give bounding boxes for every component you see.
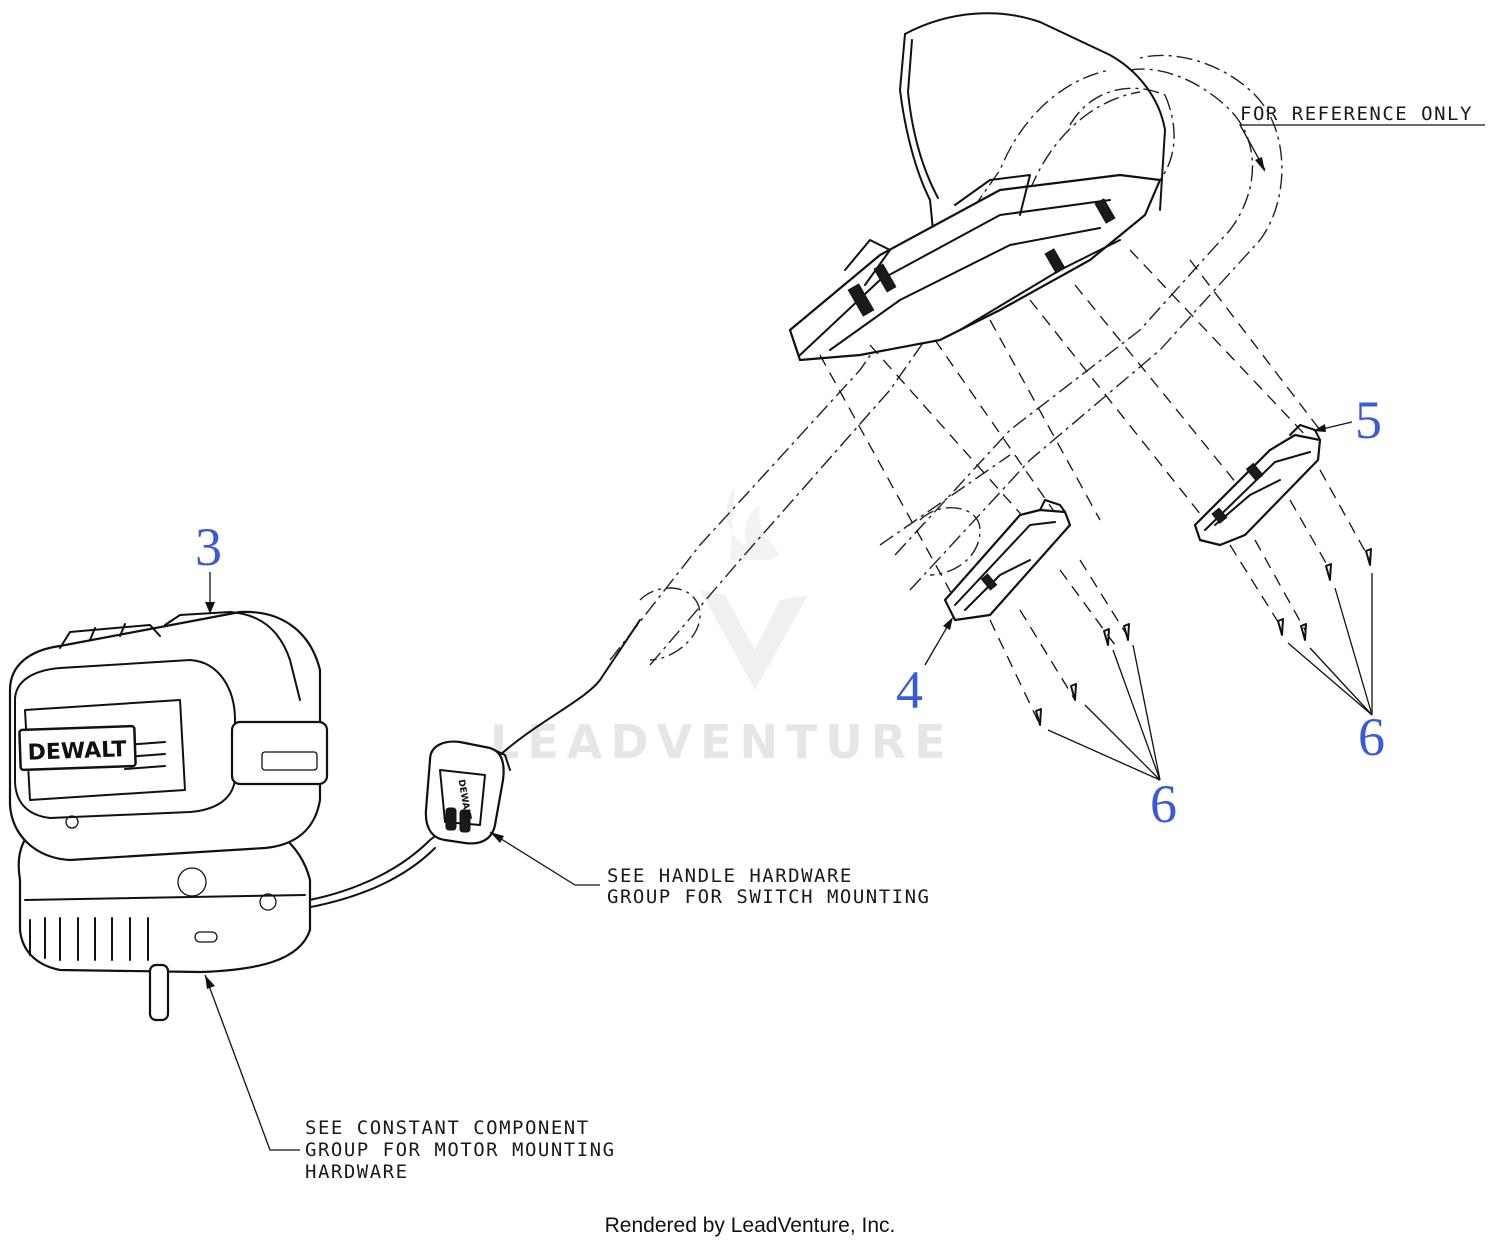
screw-group-right	[1277, 548, 1372, 641]
leader-switch	[489, 831, 600, 886]
handle-assembly	[609, 12, 1283, 666]
callout-screws-right: 6	[1358, 707, 1385, 767]
note-motor-line3: HARDWARE	[305, 1161, 409, 1183]
leader-4	[924, 621, 951, 666]
handle-cable	[499, 619, 641, 756]
callout-3: 3	[195, 517, 222, 614]
note-switch: SEE HANDLE HARDWARE GROUP FOR SWITCH MOU…	[489, 831, 930, 908]
note-switch-line2: GROUP FOR SWITCH MOUNTING	[607, 886, 930, 908]
callout-motor: 3	[195, 517, 222, 577]
screw-group-left	[1035, 623, 1130, 726]
callout-left-bracket: 4	[896, 660, 923, 720]
note-reference: FOR REFERENCE ONLY	[1238, 103, 1485, 172]
callout-4: 4	[896, 617, 953, 720]
callout-screws-left: 6	[1150, 774, 1177, 834]
motor-brand-label: DEWALT	[27, 737, 127, 765]
motor-vents	[29, 917, 149, 961]
leader-motor	[204, 974, 300, 1151]
switch-box: DEWALT	[424, 740, 511, 845]
watermark-logo	[700, 485, 808, 690]
leader-reference	[1238, 124, 1485, 171]
watermark-text: LEADVENTURE	[490, 715, 954, 769]
note-reference-text: FOR REFERENCE ONLY	[1240, 103, 1473, 125]
motor-housing: DEWALT	[8, 610, 329, 1022]
switch-bracket-left	[943, 499, 1072, 622]
alignment-lines	[819, 249, 1371, 726]
switch-bracket-right	[1193, 424, 1322, 547]
note-motor-line2: GROUP FOR MOTOR MOUNTING	[305, 1139, 616, 1161]
note-motor-line1: SEE CONSTANT COMPONENT	[305, 1117, 590, 1139]
note-motor: SEE CONSTANT COMPONENT GROUP FOR MOTOR M…	[204, 974, 616, 1183]
leaders-screws	[1047, 573, 1373, 781]
credit-text: Rendered by LeadVenture, Inc.	[605, 1214, 896, 1237]
callout-5: 5	[1313, 390, 1382, 450]
note-switch-line1: SEE HANDLE HARDWARE	[607, 865, 853, 887]
callout-right-bracket: 5	[1355, 390, 1382, 450]
